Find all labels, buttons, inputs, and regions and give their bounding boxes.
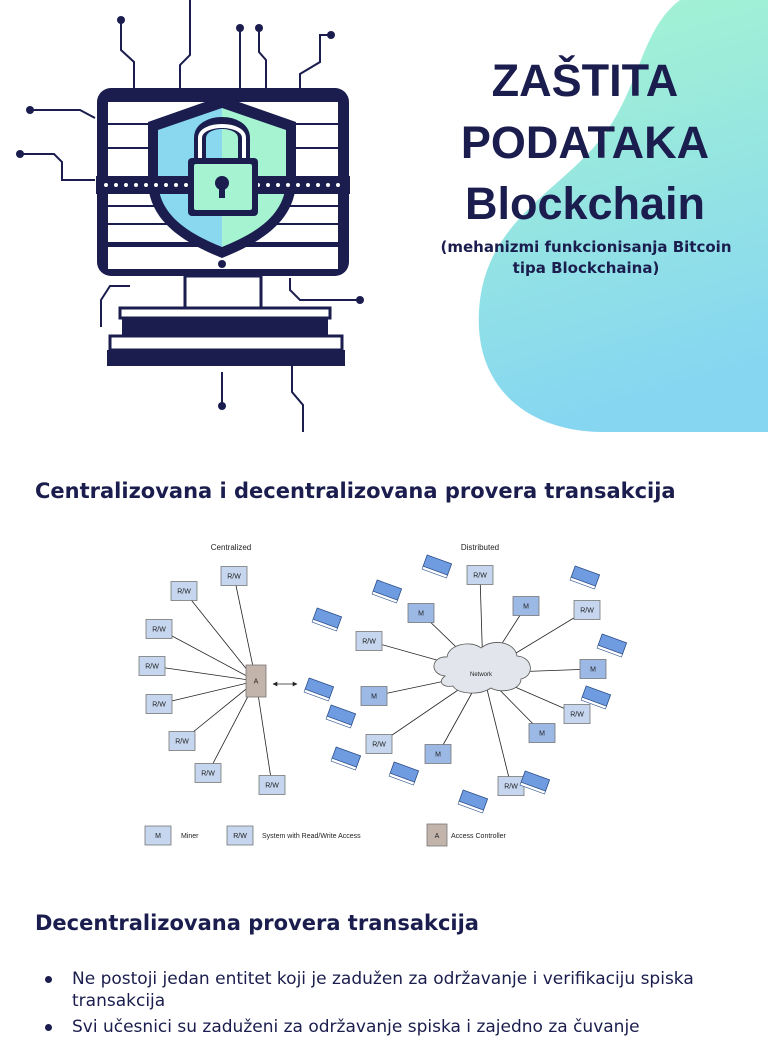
rw-node: R/W: [168, 731, 196, 751]
subtitle: (mehanizmi funkcionisanja Bitcoin tipa B…: [440, 238, 732, 277]
miner-node: M: [424, 744, 452, 764]
svg-text:A: A: [254, 679, 259, 686]
svg-text:R/W: R/W: [145, 664, 159, 671]
title-line-2: PODATAKA: [460, 117, 710, 168]
miner-node: M: [360, 686, 388, 706]
svg-text:R/W: R/W: [372, 742, 386, 749]
rw-node: R/W: [355, 631, 383, 651]
svg-text:R/W: R/W: [570, 712, 584, 719]
legend-miner-text: Miner: [181, 833, 199, 840]
ledger-book-icon: [569, 565, 601, 590]
rw-node: R/W: [170, 581, 198, 601]
legend-rw-key: R/W: [233, 833, 247, 840]
svg-text:M: M: [590, 667, 596, 674]
security-monitor-illustration: [16, 0, 364, 432]
background-gradient-blob: [478, 0, 768, 432]
svg-text:R/W: R/W: [362, 639, 376, 646]
ledger-book-icon: [457, 789, 489, 814]
ledger-book-icon: [330, 746, 362, 771]
diagram-legend: M Miner R/W System with Read/Write Acces…: [144, 823, 507, 847]
network-diagram: Centralized Distributed A R/W R/W R/W R/W R/W…: [138, 543, 628, 847]
rw-node: R/W: [365, 734, 393, 754]
svg-text:R/W: R/W: [175, 739, 189, 746]
bullet-item: Ne postoji jedan entitet koji je zadužen…: [40, 968, 740, 1012]
rw-node: R/W: [138, 656, 166, 676]
miner-node: M: [528, 723, 556, 743]
svg-text:R/W: R/W: [580, 608, 594, 615]
bullet-item: Svi učesnici su zaduženi za održavanje s…: [40, 1016, 740, 1038]
legend-access-key: A: [435, 833, 440, 840]
ledger-book-icon: [371, 579, 403, 604]
rw-node: R/W: [563, 704, 591, 724]
svg-text:R/W: R/W: [177, 589, 191, 596]
centralized-title: Centralized: [211, 543, 251, 552]
access-controller-node: A: [245, 664, 267, 698]
miner-node: M: [512, 596, 540, 616]
distributed-title: Distributed: [461, 543, 499, 552]
ledger-book-icon: [596, 633, 628, 658]
legend-access-text: Access Controller: [451, 833, 507, 840]
rw-node: R/W: [258, 775, 286, 795]
ledger-book-icon: [580, 685, 612, 710]
rw-node: R/W: [573, 600, 601, 620]
ledger-book-icon: [303, 677, 335, 702]
legend-rw-text: System with Read/Write Access: [262, 833, 361, 840]
rw-node: R/W: [194, 763, 222, 783]
ledger-book-icon: [388, 761, 420, 786]
section-heading-centralized: Centralizovana i decentralizovana prover…: [35, 479, 676, 503]
rw-node: R/W: [466, 565, 494, 585]
title-line-1: ZAŠTITA: [491, 55, 679, 106]
svg-text:R/W: R/W: [152, 702, 166, 709]
miner-node: M: [407, 603, 435, 623]
svg-text:M: M: [523, 604, 529, 611]
svg-text:M: M: [435, 752, 441, 759]
title-line-3: Blockchain: [464, 178, 706, 229]
svg-text:R/W: R/W: [473, 573, 487, 580]
svg-text:R/W: R/W: [227, 574, 241, 581]
svg-text:Network: Network: [470, 672, 493, 678]
ledger-book-icon: [421, 554, 453, 579]
miner-node: M: [579, 659, 607, 679]
svg-text:R/W: R/W: [504, 784, 518, 791]
svg-text:M: M: [418, 611, 424, 618]
rw-node: R/W: [497, 776, 525, 796]
rw-node: R/W: [145, 694, 173, 714]
svg-text:R/W: R/W: [152, 627, 166, 634]
legend-miner-key: M: [155, 833, 161, 840]
svg-text:R/W: R/W: [201, 771, 215, 778]
rw-node: R/W: [145, 619, 173, 639]
ledger-book-icon: [519, 770, 551, 795]
ledger-book-icon: [311, 607, 343, 632]
bullet-list: Ne postoji jedan entitet koji je zadužen…: [40, 968, 740, 1042]
svg-text:M: M: [371, 694, 377, 701]
svg-text:R/W: R/W: [265, 783, 279, 790]
section-heading-decentralized: Decentralizovana provera transakcija: [35, 911, 479, 935]
rw-node: R/W: [220, 566, 248, 586]
network-cloud: Network: [433, 642, 531, 694]
svg-text:M: M: [539, 731, 545, 738]
ledger-book-icon: [325, 704, 357, 729]
